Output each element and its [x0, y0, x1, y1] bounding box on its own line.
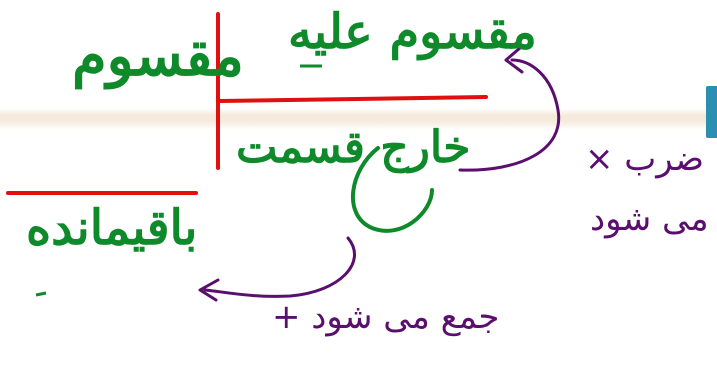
divisor-underline: [218, 95, 488, 103]
multiply-label: ضرب ×: [585, 139, 704, 179]
divisor-label: مقسوم علیه: [288, 4, 537, 60]
quotient-loop: [350, 146, 434, 233]
add-arrow: [203, 236, 356, 298]
highlight-band: [0, 108, 717, 130]
remainder-label: باقیمانده: [26, 200, 198, 256]
dividend-label: مقسوم: [72, 23, 244, 89]
multiply-arrow-head: [504, 46, 524, 74]
add-label: جمع می شود +: [272, 297, 500, 337]
ink-mark: [35, 291, 47, 297]
quotient-label: خارج قسمت: [236, 122, 471, 173]
multiply-note: می شود: [590, 199, 709, 239]
edge-tab: [706, 86, 717, 138]
add-arrow-head: [198, 278, 220, 302]
multiply-arrow: [458, 58, 561, 172]
